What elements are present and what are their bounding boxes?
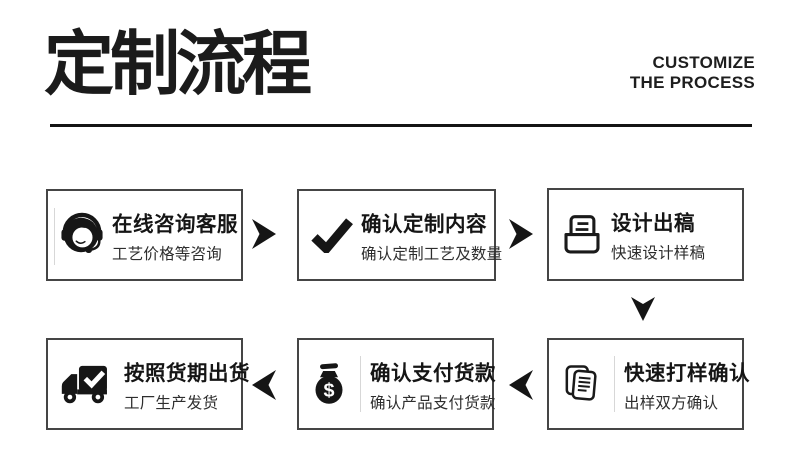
step-box-design-draft: 设计出稿 快速设计样稿 bbox=[547, 188, 744, 281]
step-subtitle: 快速设计样稿 bbox=[611, 245, 706, 262]
step-subtitle: 出样双方确认 bbox=[624, 394, 719, 412]
money-bag-icon: $ bbox=[311, 362, 347, 406]
accent-line bbox=[614, 356, 615, 412]
step-title: 确认支付货款 bbox=[370, 361, 496, 385]
step-box-online-consult: 在线咨询客服 工艺价格等咨询 bbox=[46, 189, 243, 281]
arrow-left-icon bbox=[252, 370, 276, 400]
header-divider-line bbox=[50, 124, 752, 127]
subtitle-line-1: CUSTOMIZE bbox=[652, 53, 755, 72]
arrow-left-icon bbox=[509, 370, 533, 400]
step-subtitle: 确认产品支付货款 bbox=[370, 394, 496, 412]
arrow-right-icon bbox=[252, 219, 276, 249]
step-box-payment: $ 确认支付货款 确认产品支付货款 bbox=[297, 338, 496, 430]
arrow-down-icon bbox=[631, 297, 655, 321]
step-box-confirm-content: 确认定制内容 确认定制工艺及数量 bbox=[297, 189, 502, 281]
step-box-shipping: 按照货期出货 工厂生产发货 bbox=[46, 338, 250, 430]
sample-documents-icon bbox=[561, 361, 601, 407]
delivery-truck-icon bbox=[60, 362, 116, 406]
accent-line bbox=[360, 356, 361, 412]
step-subtitle: 工艺价格等咨询 bbox=[112, 245, 222, 263]
dollar-glyph: $ bbox=[323, 380, 334, 402]
arrow-right-icon bbox=[509, 219, 533, 249]
page-title: 定制流程 bbox=[44, 25, 312, 103]
step-subtitle: 工厂生产发货 bbox=[124, 394, 219, 412]
step-subtitle: 确认定制工艺及数量 bbox=[361, 245, 503, 263]
design-draft-inbox-icon bbox=[561, 213, 603, 257]
step-title: 快速打样确认 bbox=[624, 361, 750, 385]
checkmark-icon bbox=[311, 217, 353, 253]
subtitle-line-2: THE PROCESS bbox=[629, 73, 755, 92]
accent-line bbox=[54, 208, 55, 265]
step-title: 按照货期出货 bbox=[124, 361, 250, 385]
step-title: 在线咨询客服 bbox=[112, 212, 238, 236]
page-subtitle-english: CUSTOMIZE THE PROCESS bbox=[630, 53, 755, 93]
headset-agent-icon bbox=[60, 212, 104, 258]
step-title: 设计出稿 bbox=[611, 212, 695, 235]
step-box-sample-confirm: 快速打样确认 出样双方确认 bbox=[547, 338, 750, 430]
step-title: 确认定制内容 bbox=[361, 212, 487, 236]
